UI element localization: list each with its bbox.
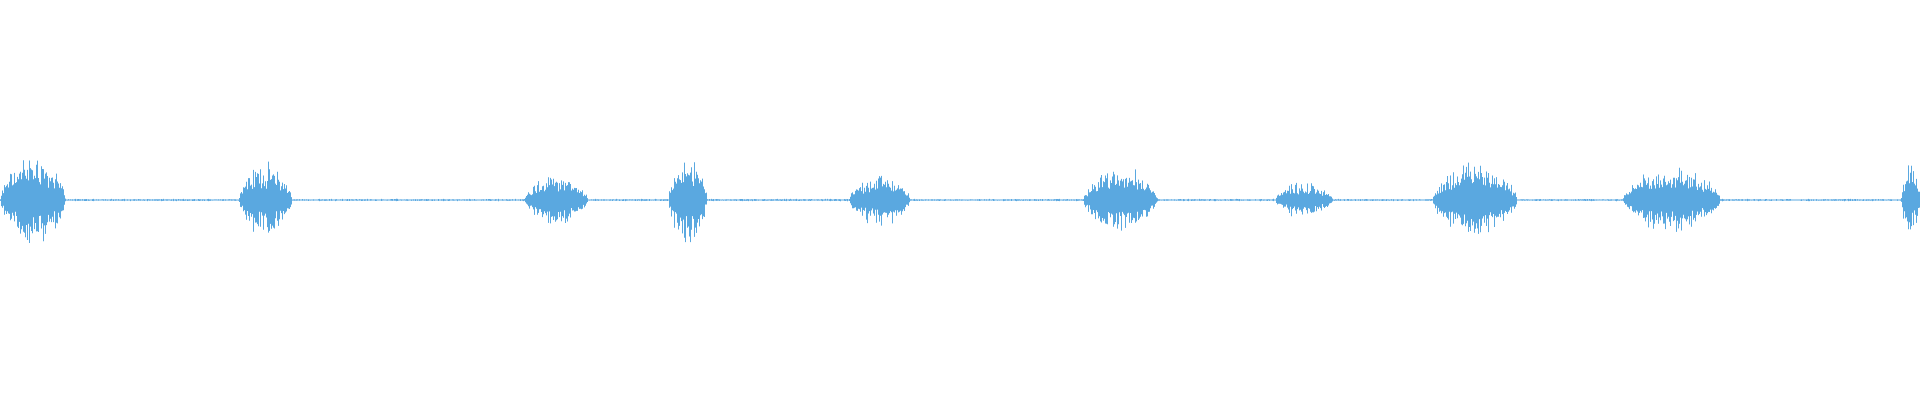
waveform-path bbox=[0, 160, 1920, 243]
